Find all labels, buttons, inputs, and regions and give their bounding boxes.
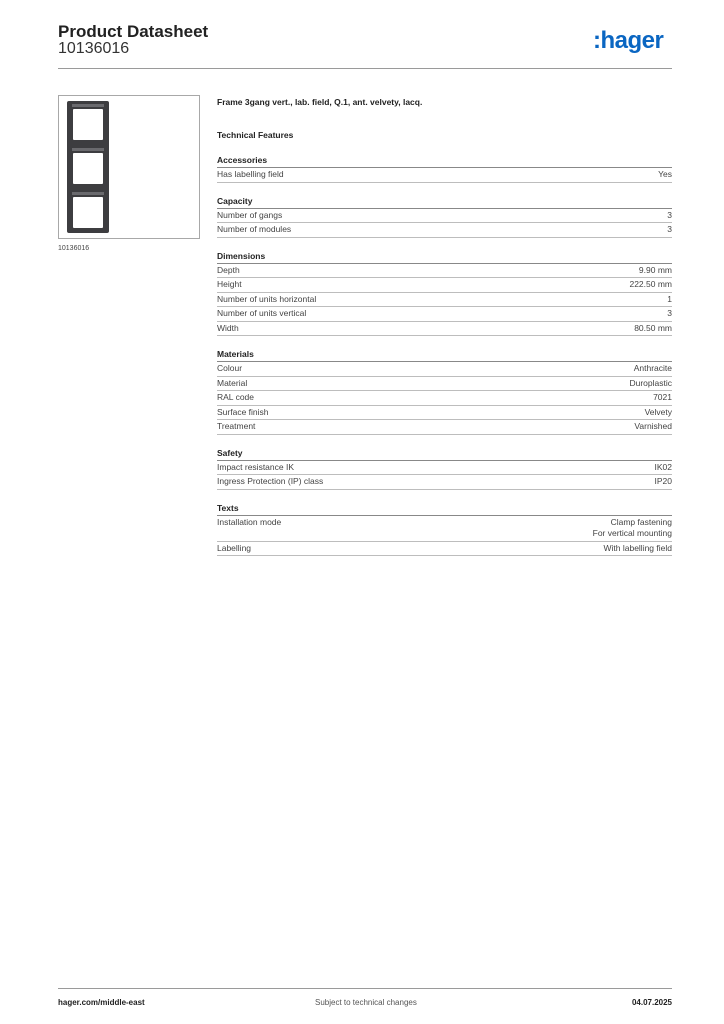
spec-value: 7021 <box>653 392 672 402</box>
spec-row: Depth 9.90 mm <box>217 264 672 278</box>
footer-divider <box>58 988 672 989</box>
spec-row: Ingress Protection (IP) class IP20 <box>217 475 672 490</box>
section-title: Capacity <box>217 195 672 209</box>
section-title: Accessories <box>217 154 672 168</box>
spec-label: Treatment <box>217 421 256 431</box>
spec-row: RAL code 7021 <box>217 391 672 406</box>
hager-logo: :hager <box>593 27 664 54</box>
footer-website: hager.com/middle-east <box>58 998 145 1007</box>
spec-value: Duroplastic <box>629 377 672 388</box>
frame-opening <box>73 153 103 184</box>
spec-row: Material Duroplastic <box>217 377 672 391</box>
spec-value: 3 <box>667 209 672 220</box>
spec-label: Number of units horizontal <box>217 293 317 304</box>
spec-row: Labelling With labelling field <box>217 542 672 556</box>
section-title: Materials <box>217 348 672 362</box>
spec-label: Installation mode <box>217 516 282 527</box>
spec-value: 3 <box>667 224 672 234</box>
label-strip <box>72 192 104 195</box>
footer-date: 04.07.2025 <box>631 998 672 1007</box>
spec-label: Number of units vertical <box>217 308 307 318</box>
spec-label: RAL code <box>217 392 255 402</box>
spec-value: 1 <box>667 293 672 304</box>
spec-value: Velvety <box>644 406 672 417</box>
label-strip <box>72 104 104 107</box>
spec-label: Width <box>217 322 239 333</box>
spec-label: Impact resistance IK <box>217 461 295 472</box>
spec-label: Depth <box>217 264 240 275</box>
spec-value: With labelling field <box>603 542 672 553</box>
spec-row: Installation mode Clamp fastening For ver… <box>217 516 672 542</box>
spec-row: Treatment Varnished <box>217 420 672 435</box>
section-title: Dimensions <box>217 250 672 264</box>
spec-label: Surface finish <box>217 406 269 417</box>
spec-row: Height 222.50 mm <box>217 278 672 293</box>
frame-opening <box>73 197 103 228</box>
spec-row: Width 80.50 mm <box>217 322 672 336</box>
spec-value: IP20 <box>654 476 673 486</box>
spec-label: Number of modules <box>217 224 292 234</box>
header-divider <box>58 68 672 69</box>
spec-value: 9.90 mm <box>638 264 672 275</box>
spec-label: Material <box>217 377 248 388</box>
spec-row: Number of modules 3 <box>217 223 672 238</box>
spec-value: Anthracite <box>633 363 672 373</box>
frame-opening <box>73 109 103 140</box>
spec-content: Frame 3gang vert., lab. field, Q.1, ant.… <box>217 96 672 556</box>
spec-label: Height <box>217 279 242 289</box>
footer-notice: Subject to technical changes <box>315 998 417 1007</box>
spec-label: Number of gangs <box>217 209 283 220</box>
spec-row: Number of gangs 3 <box>217 209 672 223</box>
section-title: Texts <box>217 502 672 516</box>
product-image <box>58 95 200 239</box>
spec-value: Varnished <box>634 421 672 431</box>
frame-illustration <box>67 101 109 233</box>
page-title: Product Datasheet <box>58 22 209 41</box>
spec-value: Clamp fastening For vertical mounting <box>592 516 672 539</box>
spec-row: Number of units horizontal 1 <box>217 293 672 307</box>
spec-label: Colour <box>217 363 243 373</box>
spec-label: Has labelling field <box>217 169 284 179</box>
spec-row: Surface finish Velvety <box>217 406 672 420</box>
spec-row: Impact resistance IK IK02 <box>217 461 673 475</box>
image-caption: 10136016 <box>58 245 90 252</box>
spec-value: IK02 <box>654 461 673 472</box>
section-title: Safety <box>217 447 672 461</box>
spec-value: Yes <box>658 169 672 179</box>
spec-row: Has labelling field Yes <box>217 168 672 183</box>
spec-label: Ingress Protection (IP) class <box>217 476 324 486</box>
technical-features-title: Technical Features <box>217 130 294 140</box>
product-id: 10136016 <box>58 40 130 57</box>
spec-value: 80.50 mm <box>634 322 672 333</box>
product-description: Frame 3gang vert., lab. field, Q.1, ant.… <box>217 97 423 107</box>
spec-value: 222.50 mm <box>629 279 672 289</box>
spec-row: Number of units vertical 3 <box>217 307 672 322</box>
label-strip <box>72 148 104 151</box>
spec-label: Labelling <box>217 542 252 553</box>
spec-value: 3 <box>667 308 672 318</box>
spec-row: Colour Anthracite <box>217 362 672 377</box>
